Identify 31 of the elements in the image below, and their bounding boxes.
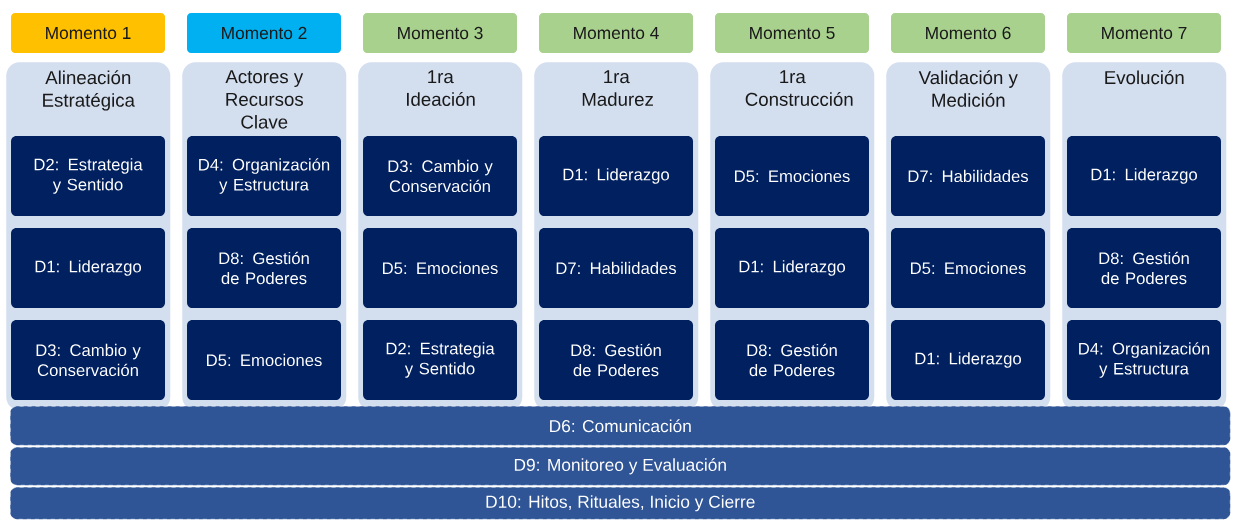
dimension-band: D6: Comunicación [10, 406, 1231, 446]
dimension-box: D7: Habilidades [891, 136, 1045, 216]
dimension-box: D2: Estrategia y Sentido [11, 136, 165, 216]
dimension-box: D8: Gestión de Poderes [187, 228, 341, 308]
moment-tab: Momento 5 [715, 13, 869, 53]
dimension-box: D5: Emociones [363, 228, 517, 308]
dimension-band: D10: Hitos, Rituales, Inicio y Cierre [10, 487, 1231, 520]
moment-tab: Momento 1 [11, 13, 165, 53]
dimension-box: D1: Liderazgo [11, 228, 165, 308]
dimension-box: D2: Estrategia y Sentido [363, 320, 517, 400]
dimension-box: D5: Emociones [187, 320, 341, 400]
dimension-box: D5: Emociones [715, 136, 869, 216]
dimension-box: D3: Cambio y Conservación [11, 320, 165, 400]
dimension-box: D5: Emociones [891, 228, 1045, 308]
moment-tab: Momento 6 [891, 13, 1045, 53]
dimension-box: D1: Liderazgo [1067, 136, 1221, 216]
dimension-box: D8: Gestión de Poderes [715, 320, 869, 400]
dimension-box: D3: Cambio y Conservación [363, 136, 517, 216]
dimension-box: D7: Habilidades [539, 228, 693, 308]
dimension-box: D1: Liderazgo [715, 228, 869, 308]
dimension-box: D4: Organización y Estructura [1067, 320, 1221, 400]
moment-tab: Momento 3 [363, 13, 517, 53]
dimension-box: D1: Liderazgo [891, 320, 1045, 400]
moment-tab: Momento 7 [1067, 13, 1221, 53]
moment-tab: Momento 4 [539, 13, 693, 53]
moment-tab: Momento 2 [187, 13, 341, 53]
dimension-box: D4: Organización y Estructura [187, 136, 341, 216]
dimension-box: D8: Gestión de Poderes [1067, 228, 1221, 308]
dimension-band: D9: Monitoreo y Evaluación [10, 447, 1231, 486]
dimension-box: D1: Liderazgo [539, 136, 693, 216]
dimension-box: D8: Gestión de Poderes [539, 320, 693, 400]
